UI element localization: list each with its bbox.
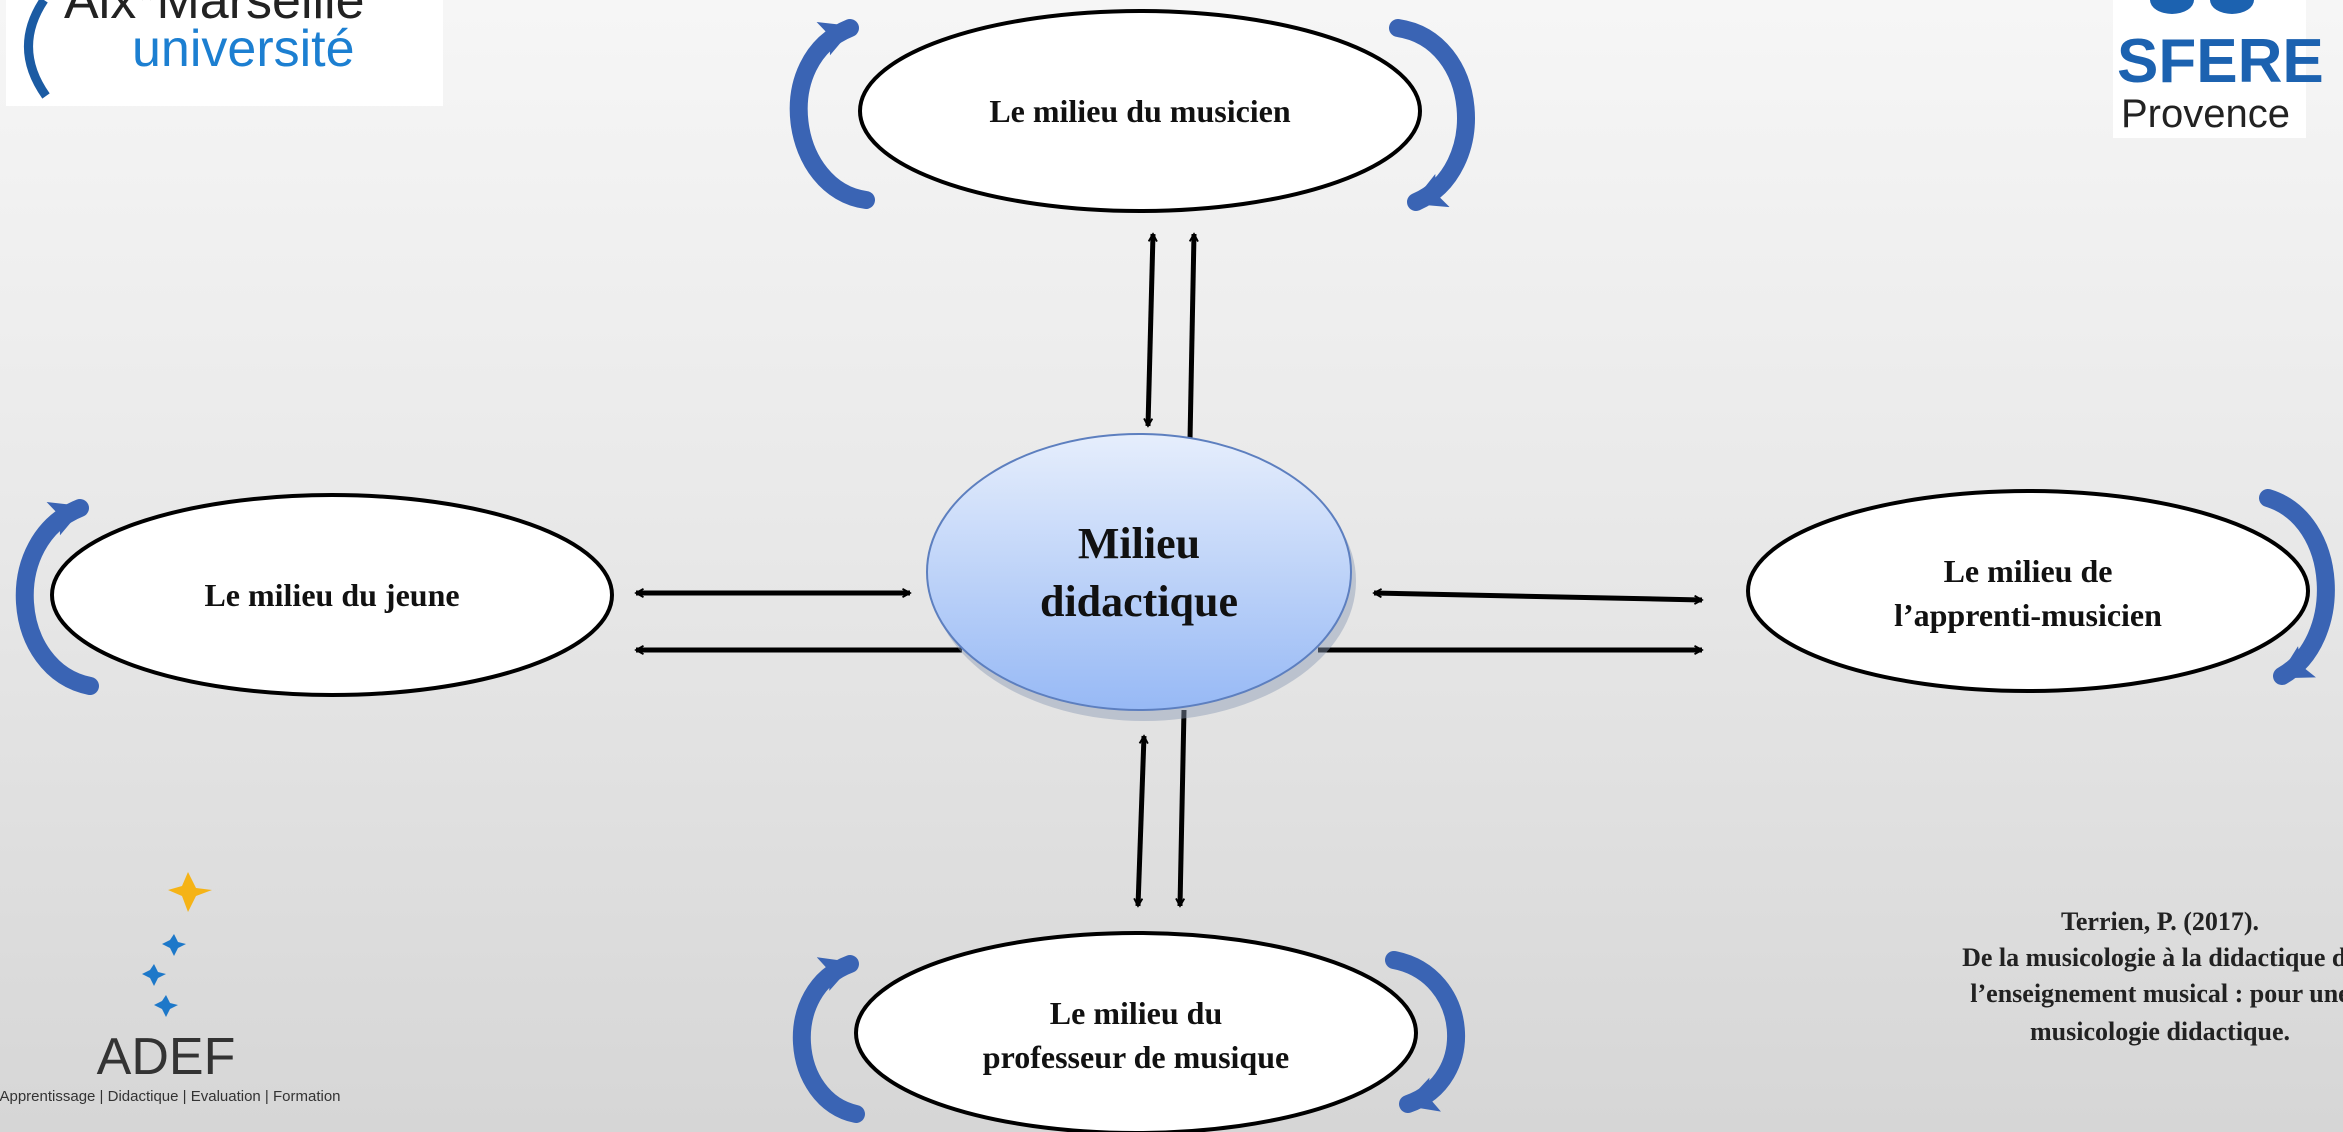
sfere-logo-title: SFERE (2117, 27, 2324, 96)
arrow-top-down (1148, 234, 1153, 426)
arrow-bottom-updown (1138, 736, 1144, 906)
blue-star-icon (162, 934, 186, 956)
node-bottom: Le milieu du professeur de musique (854, 931, 1418, 1132)
node-center-label-line1: Milieu (1078, 519, 1200, 568)
adef-logo-tagline: Apprentissage | Didactique | Evaluation … (0, 1088, 341, 1105)
cycle-arrow-icon (793, 955, 865, 1123)
node-left: Le milieu du jeune (50, 493, 614, 697)
cycle-arrow-icon (2259, 489, 2335, 685)
cycle-arrow-icon (1389, 19, 1475, 211)
reference-line-1: Terrien, P. (2017). (2061, 907, 2259, 936)
node-right-label-line2: l’apprenti-musicien (1894, 597, 2162, 633)
adef-logo-title: ADEF (97, 1028, 236, 1086)
node-right-label-line1: Le milieu de (1944, 553, 2113, 589)
node-left-label: Le milieu du jeune (204, 577, 459, 613)
blue-star-icon (142, 964, 166, 986)
cycle-arrow-icon (15, 499, 99, 695)
cycle-arrows (15, 19, 2335, 1123)
connectors (636, 234, 1702, 906)
arrow-top-up (1187, 234, 1194, 441)
node-center: Milieu didactique (926, 433, 1356, 721)
reference-line-2: De la musicologie à la didactique de (1962, 943, 2343, 972)
reference-citation: Terrien, P. (2017). De la musicologie à … (1962, 907, 2343, 1046)
node-bottom-label-line1: Le milieu du (1050, 995, 1222, 1031)
arrow-bottom-down (1180, 709, 1187, 906)
cycle-arrow-icon (1385, 951, 1466, 1113)
node-top: Le milieu du musicien (858, 9, 1422, 213)
node-bottom-label-line2: professeur de musique (983, 1039, 1289, 1075)
arrow-right-upper (1374, 593, 1702, 600)
amu-logo-subtitle: université (132, 20, 355, 78)
cycle-arrow-icon (789, 19, 875, 209)
sfere-logo-subtitle: Provence (2121, 92, 2290, 136)
node-top-label: Le milieu du musicien (989, 93, 1291, 129)
amu-logo-title: Aix*Marseille (64, 0, 365, 30)
node-right: Le milieu de l’apprenti-musicien (1746, 489, 2310, 693)
reference-line-3: l’enseignement musical : pour une (1970, 979, 2343, 1008)
sfere-logo: SFERE Provence (2113, 0, 2324, 138)
amu-logo: Aix*Marseille université (6, 0, 443, 106)
reference-line-4: musicologie didactique. (2030, 1017, 2290, 1046)
blue-star-icon (154, 995, 178, 1017)
adef-logo: ADEF Apprentissage | Didactique | Evalua… (0, 872, 341, 1105)
node-center-label-line2: didactique (1040, 577, 1238, 626)
gold-star-icon (168, 872, 212, 912)
